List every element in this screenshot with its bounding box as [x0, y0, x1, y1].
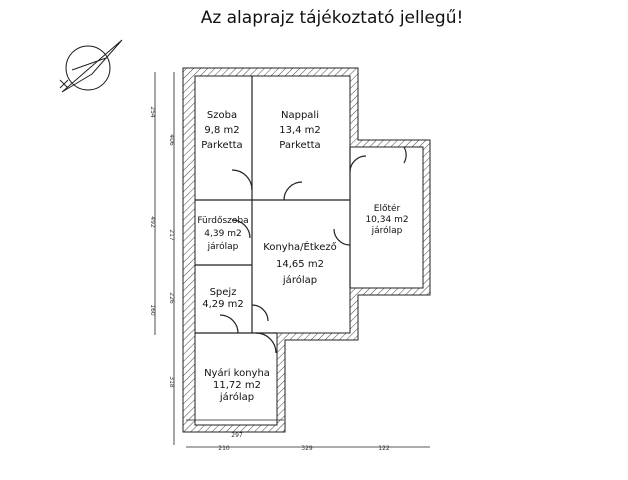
svg-text:Nyári konyha: Nyári konyha — [204, 367, 270, 379]
svg-text:217: 217 — [168, 229, 175, 241]
svg-text:Konyha/Étkező: Konyha/Étkező — [263, 240, 336, 253]
room-konyha-etkezo: Konyha/Étkező 14,65 m2 járólap — [263, 240, 336, 286]
svg-text:210: 210 — [218, 445, 230, 452]
room-furdoszoba: Fürdőszoba 4,39 m2 járólap — [197, 216, 248, 252]
svg-text:160: 160 — [149, 304, 156, 316]
svg-text:14,65 m2: 14,65 m2 — [276, 259, 324, 270]
svg-text:Szoba: Szoba — [207, 110, 237, 121]
svg-text:járólap: járólap — [282, 274, 317, 286]
svg-text:Nappali: Nappali — [281, 110, 319, 121]
svg-text:4,29 m2: 4,29 m2 — [202, 299, 244, 310]
svg-text:226: 226 — [168, 292, 175, 304]
svg-text:Spejz: Spejz — [210, 287, 237, 298]
svg-text:10,34 m2: 10,34 m2 — [365, 215, 408, 225]
svg-text:492: 492 — [149, 216, 156, 228]
room-labels: Szoba 9,8 m2 Parketta Nappali 13,4 m2 Parket… — [197, 110, 408, 403]
svg-text:Parketta: Parketta — [279, 140, 320, 151]
svg-text:406: 406 — [168, 134, 175, 146]
svg-text:járólap: járólap — [371, 225, 403, 236]
plan-disclaimer-title: Az alaprajz tájékoztató jellegű! — [200, 8, 464, 28]
svg-text:járólap: járólap — [219, 391, 254, 403]
svg-text:4,39 m2: 4,39 m2 — [204, 229, 241, 239]
svg-text:254: 254 — [149, 106, 156, 118]
north-arrow-icon — [59, 39, 123, 93]
svg-text:297: 297 — [231, 432, 243, 439]
dimension-lines: 254 492 160 406 217 226 318 297 210 329 … — [149, 72, 430, 452]
svg-text:13,4 m2: 13,4 m2 — [279, 125, 321, 136]
room-nappali: Nappali 13,4 m2 Parketta — [279, 110, 321, 151]
svg-text:9,8 m2: 9,8 m2 — [204, 125, 239, 136]
svg-text:11,72 m2: 11,72 m2 — [213, 380, 261, 391]
svg-text:járólap: járólap — [207, 241, 239, 252]
room-szoba: Szoba 9,8 m2 Parketta — [201, 110, 242, 151]
svg-text:122: 122 — [378, 445, 390, 452]
svg-text:Előtér: Előtér — [374, 203, 401, 214]
svg-text:318: 318 — [168, 376, 175, 388]
walls — [182, 67, 431, 433]
svg-text:Parketta: Parketta — [201, 140, 242, 151]
svg-text:329: 329 — [301, 445, 313, 452]
svg-text:Fürdőszoba: Fürdőszoba — [197, 216, 248, 226]
